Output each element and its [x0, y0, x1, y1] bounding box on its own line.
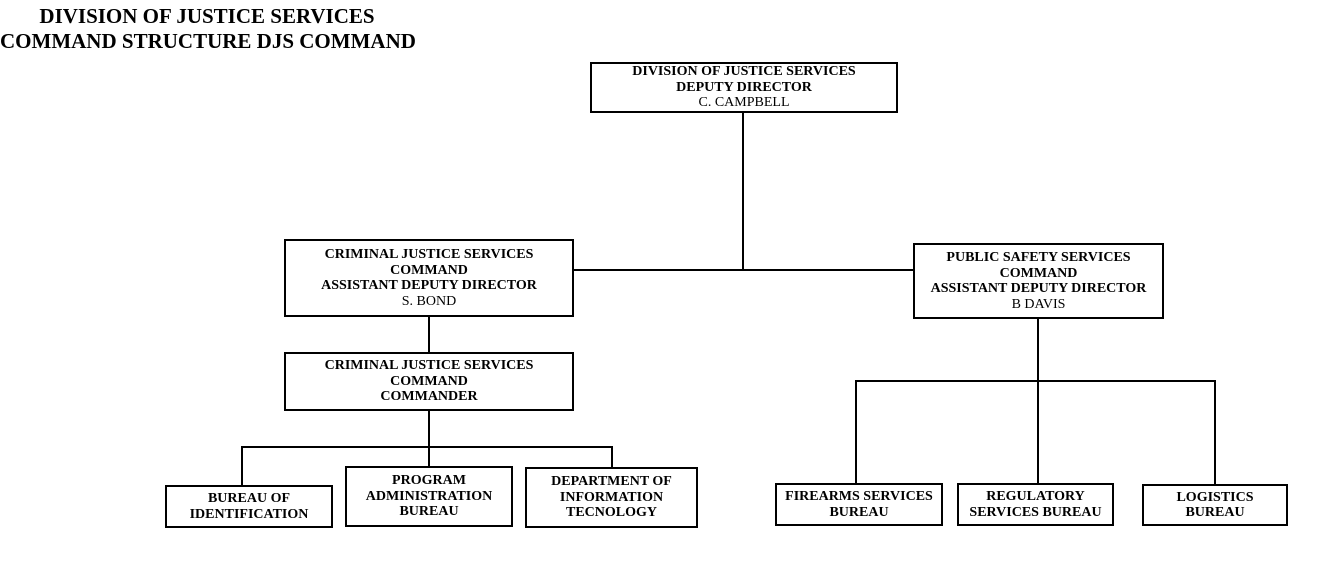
box-line: COMMAND: [390, 373, 468, 389]
box-line: DEPARTMENT OF: [551, 474, 672, 490]
box-line: ASSISTANT DEPUTY DIRECTOR: [930, 281, 1147, 296]
connector-pss-children-horizontal: [855, 380, 1216, 382]
box-line: BUREAU: [1185, 505, 1245, 520]
box-line: ADMINISTRATION: [365, 488, 493, 504]
box-line: REGULATORY: [986, 489, 1085, 504]
connector-to-bureau-identification: [241, 448, 243, 485]
box-line: ASSISTANT DEPUTY DIRECTOR: [321, 278, 537, 293]
connector-cjs-to-commander: [428, 317, 430, 352]
org-box-pss-assistant-deputy-director: PUBLIC SAFETY SERVICES COMMAND ASSISTANT…: [913, 243, 1164, 319]
connector-cjs-children-horizontal: [241, 446, 613, 448]
box-line: COMMAND: [390, 262, 468, 278]
box-line: DIVISION OF JUSTICE SERVICES: [632, 64, 856, 80]
org-box-firearms-services-bureau: FIREARMS SERVICES BUREAU: [775, 483, 943, 526]
connector-commander-to-children: [428, 411, 430, 467]
box-line: PROGRAM: [392, 473, 466, 489]
org-box-program-administration-bureau: PROGRAM ADMINISTRATION BUREAU: [345, 466, 513, 527]
box-line: DEPUTY DIRECTOR: [676, 79, 812, 95]
box-line: PUBLIC SAFETY SERVICES: [946, 250, 1131, 265]
box-line: CRIMINAL JUSTICE SERVICES: [324, 358, 534, 374]
box-line: BUREAU OF: [207, 491, 291, 506]
connector-to-firearms-bureau: [855, 382, 857, 483]
box-line: LOGISTICS: [1176, 489, 1254, 505]
box-line: FIREARMS SERVICES: [785, 489, 933, 504]
page-title: DIVISION OF JUSTICE SERVICES COMMAND STR…: [0, 4, 416, 54]
connector-to-dept-information: [611, 448, 613, 467]
box-line: COMMANDER: [380, 389, 478, 405]
connector-deputy-to-level2: [742, 113, 744, 271]
org-box-department-of-information-technology: DEPARTMENT OF INFORMATION TECNOLOGY: [525, 467, 698, 528]
box-line: BUREAU: [829, 504, 889, 520]
org-box-deputy-director: DIVISION OF JUSTICE SERVICES DEPUTY DIRE…: [590, 62, 898, 113]
connector-pss-to-children: [1037, 319, 1039, 483]
org-box-cjs-commander: CRIMINAL JUSTICE SERVICES COMMAND COMMAN…: [284, 352, 574, 411]
person-name: C. CAMPBELL: [698, 95, 790, 111]
org-box-logistics-bureau: LOGISTICS BUREAU: [1142, 484, 1288, 526]
org-box-regulatory-services-bureau: REGULATORY SERVICES BUREAU: [957, 483, 1114, 526]
page-title-line1: DIVISION OF JUSTICE SERVICES: [39, 4, 375, 28]
org-box-cjs-assistant-deputy-director: CRIMINAL JUSTICE SERVICES COMMAND ASSIST…: [284, 239, 574, 317]
box-line: SERVICES BUREAU: [969, 504, 1102, 520]
connector-level2-horizontal: [574, 269, 913, 271]
box-line: CRIMINAL JUSTICE SERVICES: [324, 247, 534, 262]
box-line: COMMAND: [999, 265, 1078, 281]
box-line: IDENTIFICATION: [189, 506, 309, 522]
page-title-line2: COMMAND STRUCTURE DJS COMMAND: [0, 29, 416, 53]
person-name: B DAVIS: [1011, 296, 1066, 312]
person-name: S. BOND: [401, 293, 457, 309]
org-box-bureau-of-identification: BUREAU OF IDENTIFICATION: [165, 485, 333, 528]
box-line: TECNOLOGY: [565, 505, 657, 521]
connector-to-logistics-bureau: [1214, 382, 1216, 484]
box-line: INFORMATION: [559, 489, 664, 505]
box-line: BUREAU: [399, 504, 459, 520]
